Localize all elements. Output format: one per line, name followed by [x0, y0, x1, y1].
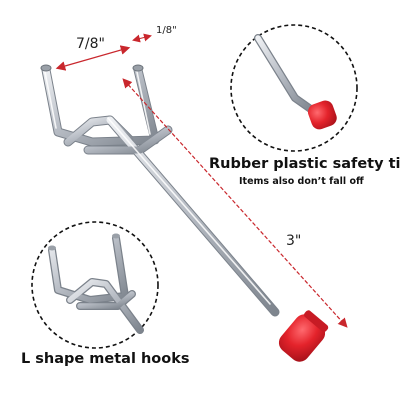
hook-detail-inset	[31, 221, 159, 349]
length-dimension-label: 3"	[286, 233, 302, 249]
length-dimension-line	[122, 78, 348, 328]
tip-detail-inset	[230, 24, 358, 152]
wire-gauge-label: 1/8"	[156, 25, 177, 36]
hook-title: L shape metal hooks	[21, 351, 190, 367]
tip-title: Rubber plastic safety tip	[209, 156, 400, 172]
gauge-dimension-line	[132, 33, 152, 43]
tip-subtitle: Items also don’t fall off	[239, 176, 364, 187]
width-dimension-line	[55, 45, 131, 71]
width-dimension-label: 7/8"	[76, 36, 105, 52]
red-safety-tip	[278, 310, 329, 362]
